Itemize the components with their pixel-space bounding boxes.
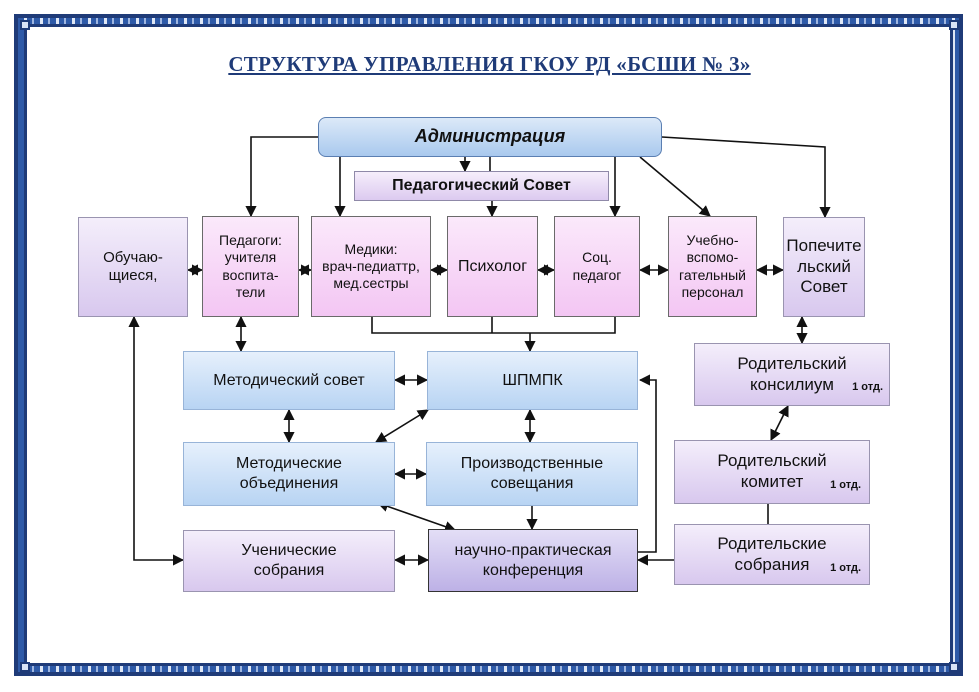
border-corner	[949, 662, 959, 672]
arrow-methodassoc-conference	[376, 501, 457, 532]
method-council-label: Методический совет	[213, 371, 365, 389]
soc-pedagogue-box: Соц. педагог	[554, 216, 640, 317]
arrow-students-studentmeet	[128, 315, 185, 566]
psychologist-box: Психолог	[447, 216, 538, 317]
production-meetings-box: Производственные совещания	[426, 442, 638, 506]
border-corner	[20, 20, 30, 30]
arrow-admin-trustees	[661, 136, 831, 219]
arrow-admin-teachers	[245, 136, 318, 218]
ped-council-box: Педагогический Совет	[354, 171, 609, 201]
parent-consilium-box: Родительский консилиум 1 отд.	[694, 343, 890, 406]
administration-label: Администрация	[414, 126, 566, 147]
ped-council-label: Педагогический Совет	[392, 177, 571, 195]
support-staff-box: Учебно- вспомо- гательный персонал	[668, 216, 757, 317]
medics-box: Медики: врач-педиаттр, мед.сестры	[311, 216, 431, 317]
arrow-shpmpk-methodassoc	[375, 409, 429, 443]
arrow-consilium-committee	[770, 404, 789, 442]
psychologist-label: Психолог	[457, 257, 528, 275]
medics-label: Медики: врач-педиаттр, мед.сестры	[322, 240, 420, 292]
students-box: Обучаю- щиеся,	[78, 217, 188, 317]
teachers-box: Педагоги: учителя воспита- тели	[202, 216, 299, 317]
parent-consilium-note: 1 отд.	[852, 380, 883, 393]
parent-committee-label: Родительский комитет	[717, 451, 827, 491]
trustees-box: Попечите льский Совет	[783, 217, 865, 317]
parent-meetings-note: 1 отд.	[830, 561, 861, 574]
line-bracket-shpmpk	[371, 317, 616, 334]
students-label: Обучаю- щиеся,	[103, 248, 163, 284]
soc-pedagogue-label: Соц. педагог	[572, 249, 622, 283]
parent-committee-box: Родительский комитет 1 отд.	[674, 440, 870, 504]
support-staff-label: Учебно- вспомо- гательный персонал	[679, 232, 746, 300]
arrow-conference-shpmpk	[638, 374, 657, 553]
shpmpk-box: ШПМПК	[427, 351, 638, 410]
parent-consilium-label: Родительский консилиум	[737, 353, 847, 394]
conference-label: научно-практическая конференция	[454, 541, 612, 579]
border-corner	[949, 20, 959, 30]
method-associations-label: Методические объединения	[236, 455, 342, 492]
production-meetings-label: Производственные совещания	[460, 455, 604, 492]
student-meetings-box: Ученические собрания	[183, 530, 395, 592]
border-corner	[20, 662, 30, 672]
method-associations-box: Методические объединения	[183, 442, 395, 506]
arrow-admin-support	[639, 156, 711, 217]
conference-box: научно-практическая конференция	[428, 529, 638, 592]
administration-box: Администрация	[318, 117, 662, 157]
parent-committee-note: 1 отд.	[830, 478, 861, 491]
method-council-box: Методический совет	[183, 351, 395, 410]
shpmpk-label: ШПМПК	[502, 371, 563, 389]
parent-meetings-label: Родительские собрания	[717, 533, 827, 574]
student-meetings-label: Ученические собрания	[241, 542, 337, 579]
trustees-label: Попечите льский Совет	[786, 235, 862, 297]
parent-meetings-box: Родительские собрания 1 отд.	[674, 524, 870, 585]
teachers-label: Педагоги: учителя воспита- тели	[219, 232, 282, 300]
page-title: СТРУКТУРА УПРАВЛЕНИЯ ГКОУ РД «БСШИ № 3»	[228, 52, 751, 76]
